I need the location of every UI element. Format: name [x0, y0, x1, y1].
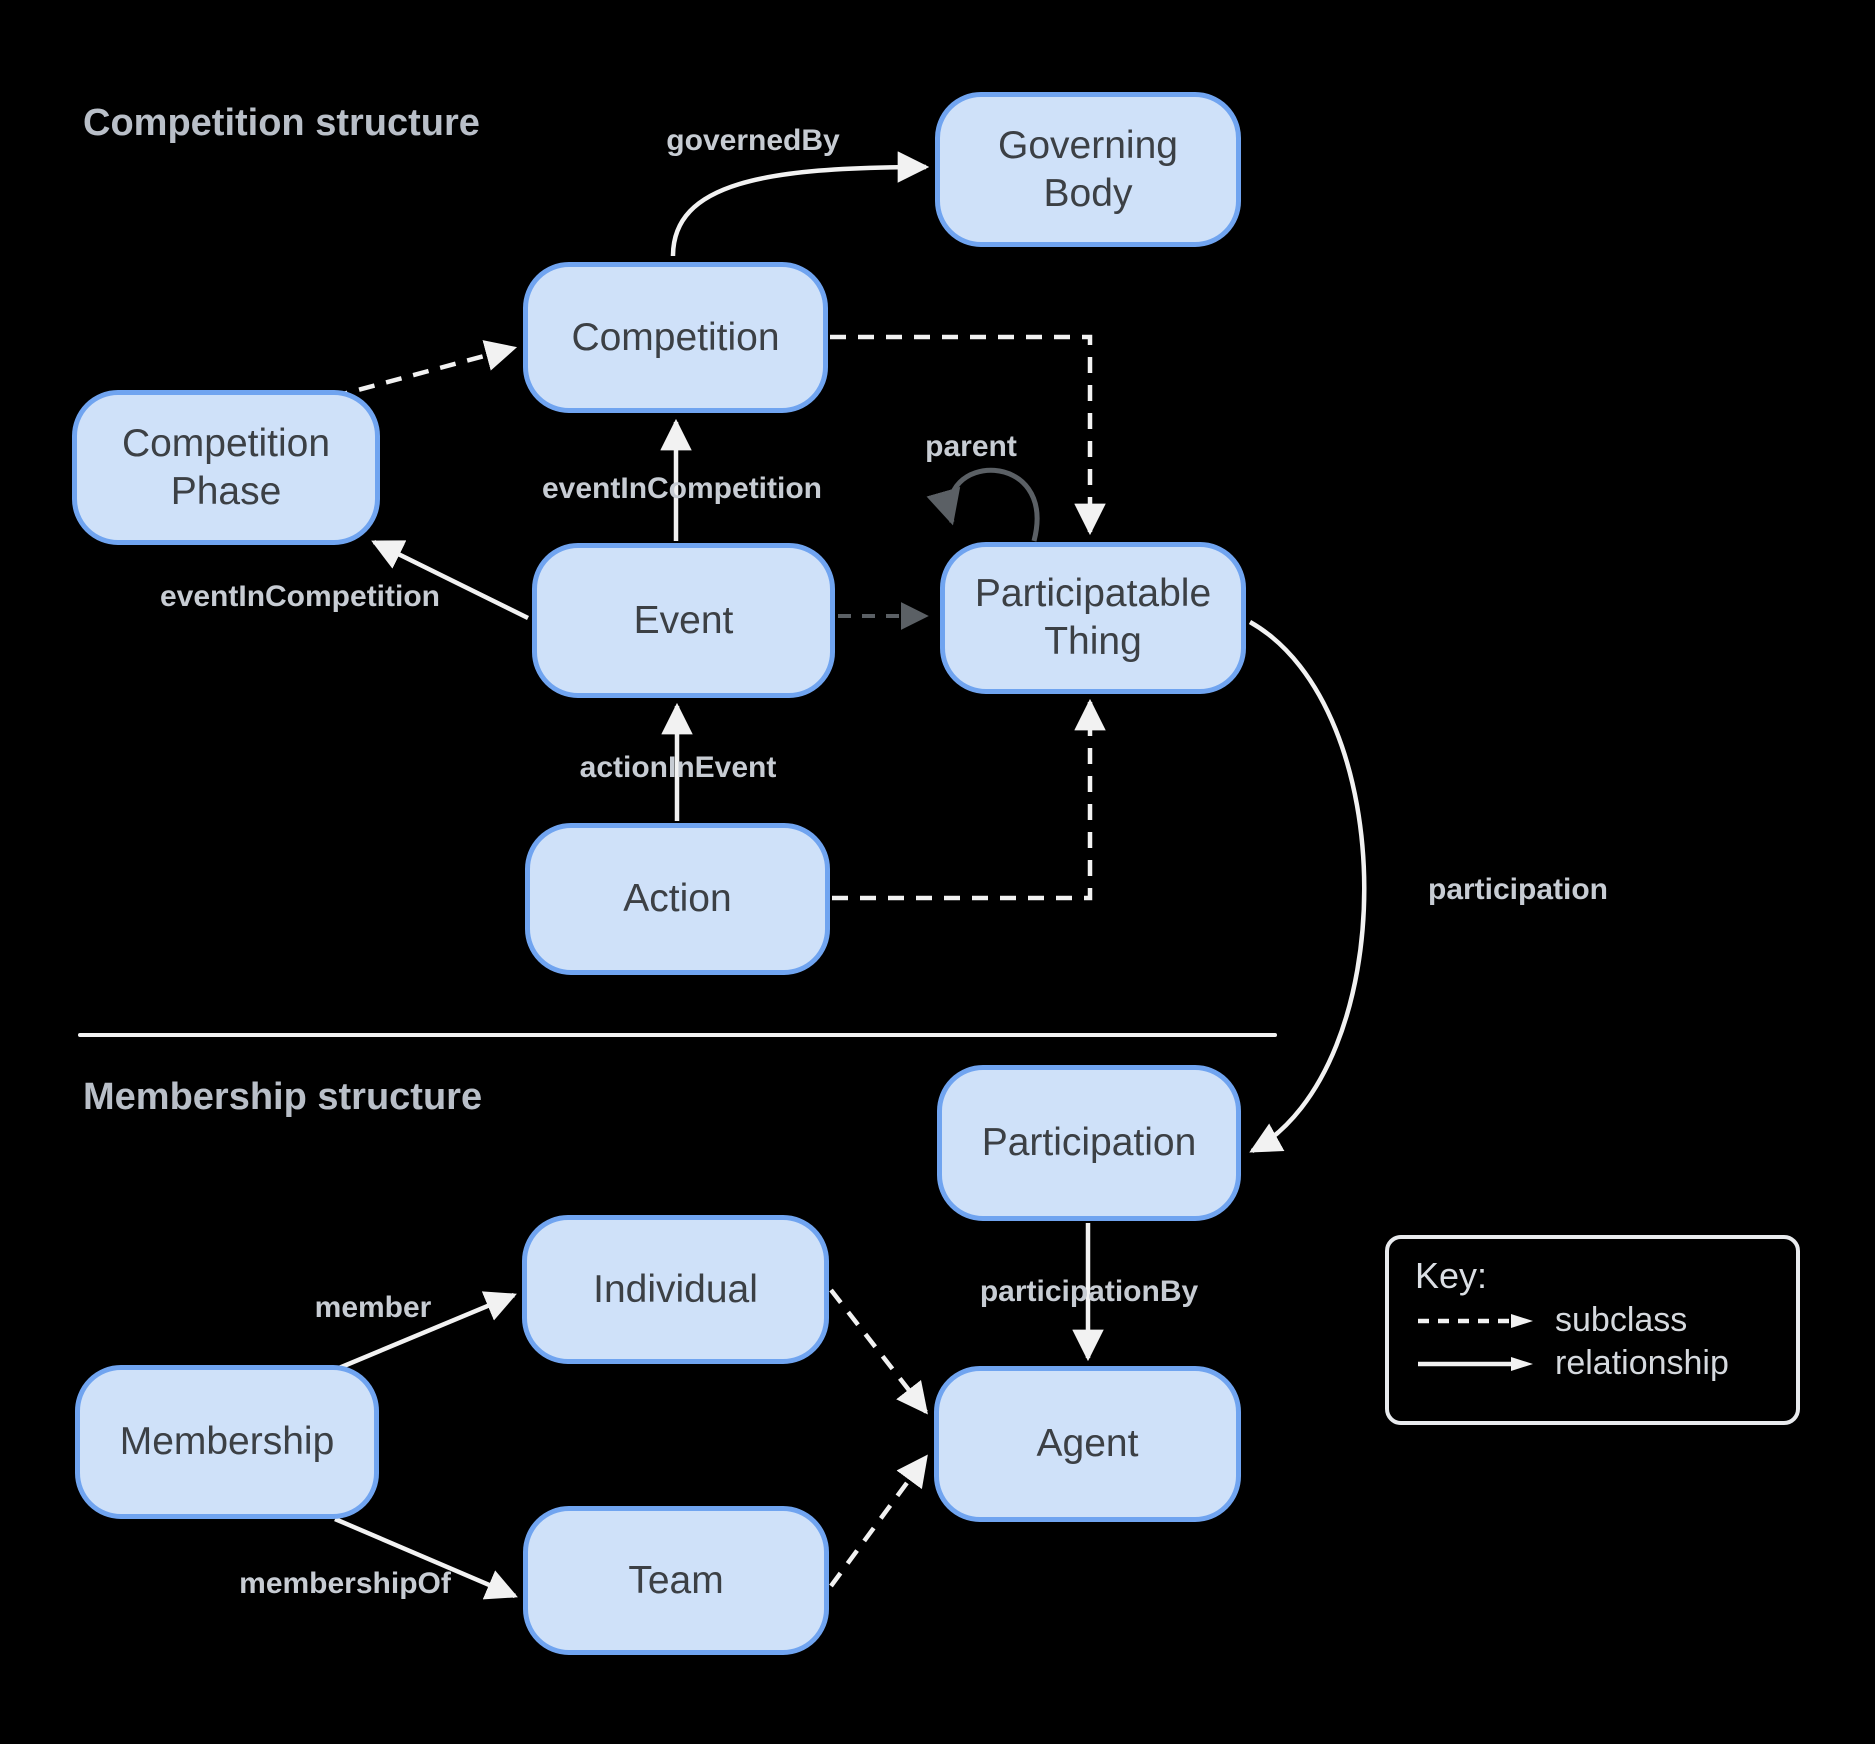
solid-line-sample-icon	[1418, 1356, 1533, 1371]
node-agent-label: Agent	[1036, 1422, 1139, 1466]
node-competition-phase: Competition Phase	[72, 390, 380, 545]
edge-label-member: member	[314, 1291, 432, 1324]
edge-label-governed-by: governedBy	[666, 124, 840, 157]
edge-label-parent: parent	[925, 430, 1017, 463]
edge-label-membership-of: membershipOf	[239, 1567, 451, 1600]
node-event: Event	[532, 543, 835, 698]
legend-subclass-row: subclass	[1415, 1301, 1770, 1340]
edge-event-in-competition-left	[371, 539, 529, 621]
edge-membership-of	[334, 1516, 518, 1600]
node-agent: Agent	[934, 1366, 1241, 1522]
edge-member	[338, 1291, 517, 1371]
node-action-label: Action	[623, 877, 732, 921]
edge-governed-by	[670, 151, 930, 257]
node-membership: Membership	[75, 1365, 379, 1519]
competition-structure-title: Competition structure	[83, 102, 480, 144]
edge-label-event-in-competition-left: eventInCompetition	[159, 580, 441, 613]
edge-team-to-agent	[829, 1454, 928, 1588]
edge-competition-to-participatable-thing	[830, 334, 1106, 536]
node-competition: Competition	[523, 262, 828, 413]
node-participatable-thing: Participatable Thing	[940, 542, 1246, 694]
node-participation: Participation	[937, 1065, 1241, 1221]
legend-subclass-label: subclass	[1555, 1301, 1688, 1339]
node-membership-label: Membership	[119, 1420, 335, 1464]
edge-label-participation-by: participationBy	[979, 1275, 1199, 1308]
node-governing-body: Governing Body	[935, 92, 1241, 247]
edge-label-participation: participation	[1427, 873, 1609, 906]
node-team-label: Team	[628, 1558, 724, 1602]
legend-relationship-label: relationship	[1555, 1344, 1729, 1382]
node-individual-label: Individual	[593, 1267, 758, 1311]
edge-label-event-in-competition-upper: eventInCompetition	[541, 472, 823, 505]
edge-individual-to-agent	[829, 1288, 928, 1415]
legend-relationship-row: relationship	[1415, 1344, 1770, 1383]
node-action: Action	[525, 823, 830, 975]
dashed-line-sample-icon	[1418, 1313, 1533, 1328]
node-competition-phase-label: Competition Phase	[121, 421, 331, 513]
edge-parent-loop	[926, 467, 1040, 542]
legend-key-box: Key: subclass relationship	[1385, 1235, 1800, 1425]
section-divider	[78, 1033, 1277, 1037]
node-individual: Individual	[522, 1215, 829, 1364]
node-competition-label: Competition	[571, 315, 780, 359]
edge-participation-curve	[1248, 620, 1367, 1153]
legend-key-title: Key:	[1415, 1255, 1488, 1296]
edge-label-action-in-event: actionInEvent	[579, 751, 777, 784]
node-team: Team	[523, 1506, 829, 1655]
node-event-label: Event	[633, 598, 734, 642]
node-participatable-thing-label: Participatable Thing	[974, 572, 1212, 663]
node-governing-body-label: Governing Body	[998, 123, 1178, 215]
edge-competition-phase-subclass	[331, 340, 518, 400]
membership-structure-title: Membership structure	[83, 1076, 483, 1118]
node-participation-label: Participation	[981, 1121, 1197, 1165]
edge-action-to-participatable-thing	[832, 698, 1106, 901]
